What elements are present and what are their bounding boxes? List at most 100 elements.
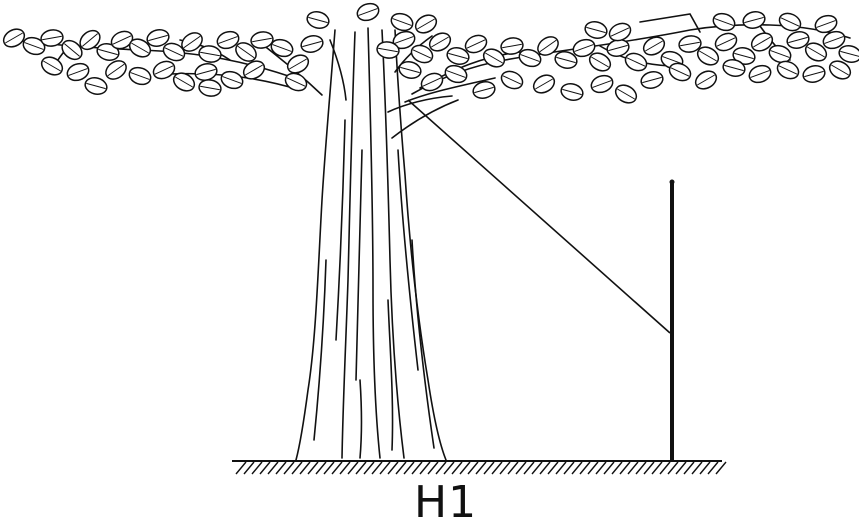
leaf-icon [152,60,176,80]
leaf-icon [428,32,452,52]
ground-hatch-mark [259,461,271,475]
leaf-icon [220,70,244,90]
ground-hatch-mark [387,461,399,475]
leaf-icon [306,11,330,29]
ground-hatch-mark [699,461,711,475]
ground-hatch-mark [267,461,279,475]
ground-hatch-mark [499,461,511,475]
ground-hatch-mark [651,461,663,475]
ground-hatch-mark [411,461,423,475]
ground-hatch-mark [523,461,535,475]
ground-hatch-mark [459,461,471,475]
leaf-icon [66,62,90,82]
leaf-icon [235,42,257,62]
leaf-icon [828,60,852,80]
ground-hatch-mark [323,461,335,475]
ground-hatch-mark [595,461,607,475]
ground-hatch-mark [299,461,311,475]
leaf-icon [804,42,828,62]
ground-hatch-mark [371,461,383,475]
leaf-icon [572,38,596,58]
leaf-icon [194,63,218,81]
ground-hatch-mark [363,461,375,475]
leaf-icon [444,64,468,84]
leaf-icon [284,72,308,92]
leaf-icon [678,35,702,53]
leaf-icon [590,74,614,94]
leaf-icon [537,36,559,56]
leaf-icon [712,12,736,32]
ground-hatch-mark [291,461,303,475]
ground-hatch-mark [403,461,415,475]
leaf-icon [464,34,488,54]
leaf-icon [40,56,64,76]
leaf-icon [742,11,766,29]
ground-hatch-mark [467,461,479,475]
leaf-icon [776,60,800,80]
ground-hatch-mark [667,461,679,475]
leaf-icon [482,48,506,68]
ground-hatch-mark [235,461,247,475]
leaf-icon [588,52,612,72]
ground-hatch-mark [603,461,615,475]
ground-hatch-mark [427,461,439,475]
ground-hatch-mark [419,461,431,475]
ground-hatch-mark [355,461,367,475]
ground-hatch-mark [587,461,599,475]
leaf-icon [300,35,324,53]
leaf-cluster [2,2,859,104]
leaf-icon [560,83,584,101]
leaf-icon [768,44,792,64]
leaf-icon [778,12,802,32]
leaf-icon [128,38,152,58]
ground-hatch-mark [475,461,487,475]
ground-hatch-mark [539,461,551,475]
leaf-icon [40,29,64,47]
leaf-icon [128,66,152,86]
ground-hatch-mark [691,461,703,475]
leaf-icon [84,77,108,95]
leaf-icon [198,79,222,97]
ground-hatch-mark [315,461,327,475]
leaf-icon [748,64,772,84]
leaf-icon [270,38,294,58]
ground-hatch-mark [491,461,503,475]
leaf-icon [532,74,556,94]
leaf-icon [390,12,414,32]
ground-hatch-mark [643,461,655,475]
leaf-icon [420,72,444,92]
ground-hatch-mark [507,461,519,475]
ground-hatch-mark [627,461,639,475]
tree-trunk [295,27,459,461]
leaf-icon [96,43,120,61]
stake-top [669,179,675,185]
leaf-icon [822,30,846,50]
leaf-icon [414,14,438,34]
ground-hatch-mark [611,461,623,475]
leaf-icon [500,70,524,90]
ground-hatch-mark [707,461,719,475]
leaf-icon [216,30,240,50]
ground-hatch-mark [379,461,391,475]
ground-hatch-mark [515,461,527,475]
ground-hatch-mark [347,461,359,475]
leaf-icon [181,32,203,52]
ground-hatch-mark [579,461,591,475]
leaf-icon [376,41,400,59]
leaf-icon [714,32,738,52]
leaf-icon [398,61,422,79]
leaf-icon [584,21,608,39]
leaf-icon [105,60,127,80]
leaf-icon [146,29,170,47]
leaf-icon [694,70,718,90]
ground-hatch-mark [395,461,407,475]
ground-hatch-mark [675,461,687,475]
leaf-icon [786,31,810,49]
ground-hatch-mark [339,461,351,475]
ground-hatch-mark [451,461,463,475]
ground-hatch-mark [331,461,343,475]
leaf-icon [410,44,434,64]
leaf-icon [446,47,470,65]
leaf-icon [608,22,632,42]
